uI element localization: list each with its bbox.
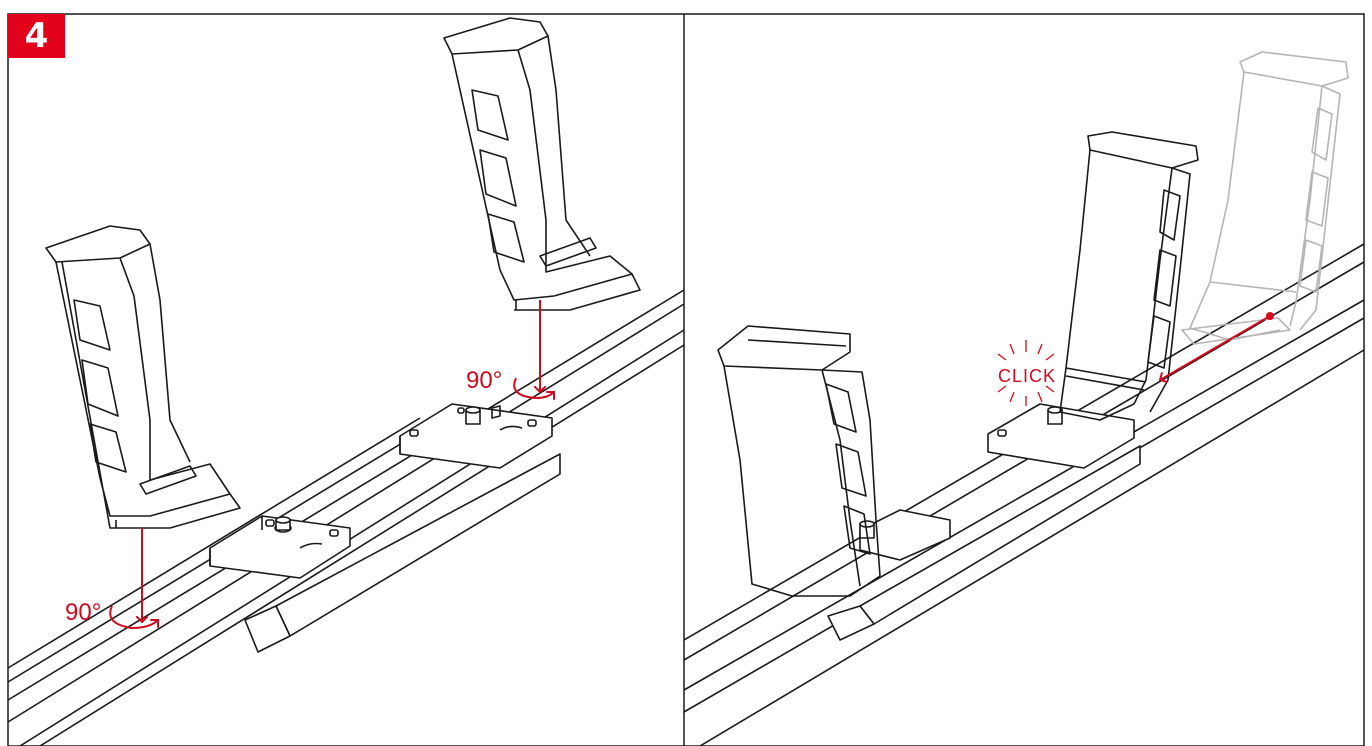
rotation-label-top: 90° [466,367,502,394]
left-panel [7,17,685,746]
click-label: CLICK [998,366,1056,386]
slide-arrow [1160,315,1271,380]
outer-border [7,13,1365,746]
right-post-installed-middle [1059,131,1199,421]
rotate-arrow-upper [513,377,554,398]
step-number-badge: 4 [8,14,65,58]
left-post-upper [443,17,641,311]
click-burst-icon [997,340,1055,406]
rotate-arrow-lower [109,605,158,629]
left-rail [7,289,685,746]
left-upper-clamp [399,403,553,469]
right-lower-clamp [827,445,1141,641]
left-post-lower [45,225,241,529]
right-post-installed-left [717,325,881,597]
right-panel [683,51,1365,746]
slide-arrow-origin [1266,312,1274,320]
rotation-label-bottom: 90° [65,599,101,626]
right-post-ghost [1181,51,1349,345]
left-lower-clamp [209,453,561,653]
